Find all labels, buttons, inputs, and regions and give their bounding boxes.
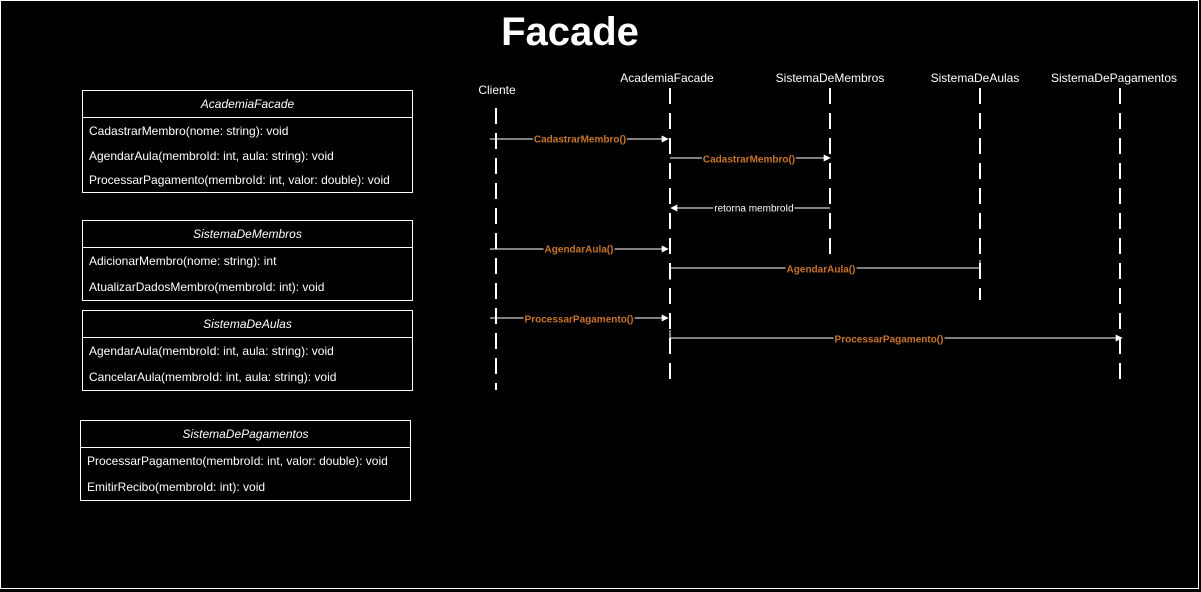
- participant-academia-facade: AcademiaFacade: [620, 71, 714, 85]
- class-method: AgendarAula(membroId: int, aula: string)…: [89, 344, 334, 358]
- message-label: ProcessarPagamento(): [523, 314, 635, 326]
- class-name: SistemaDeAulas: [83, 311, 412, 338]
- message-label: ProcessarPagamento(): [833, 334, 945, 346]
- class-method: AdicionarMembro(nome: string): int: [89, 254, 277, 268]
- class-method: AtualizarDadosMembro(membroId: int): voi…: [89, 280, 325, 294]
- message-label: retorna membroId: [713, 203, 795, 215]
- message-label: CadastrarMembro(): [701, 154, 797, 166]
- diagram-title: Facade: [501, 10, 639, 54]
- class-method: CancelarAula(membroId: int, aula: string…: [89, 370, 337, 384]
- class-box-sistema-de-pagamentos: SistemaDePagamentos ProcessarPagamento(m…: [80, 420, 411, 501]
- message-arrow: [669, 330, 1123, 342]
- class-method: CadastrarMembro(nome: string): void: [89, 124, 289, 138]
- message-label: AgendarAula(): [543, 244, 615, 256]
- class-box-sistema-de-membros: SistemaDeMembros AdicionarMembro(nome: s…: [82, 220, 413, 301]
- class-method: ProcessarPagamento(membroId: int, valor:…: [89, 173, 390, 187]
- message-label: AgendarAula(): [785, 264, 857, 276]
- participant-sistema-de-membros: SistemaDeMembros: [775, 71, 885, 85]
- class-name: AcademiaFacade: [83, 91, 412, 118]
- participant-sistema-de-aulas: SistemaDeAulas: [930, 71, 1020, 85]
- class-box-academia-facade: AcademiaFacade CadastrarMembro(nome: str…: [82, 90, 413, 193]
- class-name: SistemaDePagamentos: [81, 421, 410, 448]
- class-box-sistema-de-aulas: SistemaDeAulas AgendarAula(membroId: int…: [82, 310, 413, 391]
- class-method: ProcessarPagamento(membroId: int, valor:…: [87, 454, 388, 468]
- participant-sistema-de-pagamentos: SistemaDePagamentos: [1050, 71, 1178, 85]
- message-label: CadastrarMembro(): [532, 134, 628, 146]
- participant-cliente: Cliente: [478, 83, 516, 97]
- class-method: EmitirRecibo(membroId: int): void: [87, 480, 266, 494]
- class-name: SistemaDeMembros: [83, 221, 412, 248]
- class-method: AgendarAula(membroId: int, aula: string)…: [89, 149, 334, 163]
